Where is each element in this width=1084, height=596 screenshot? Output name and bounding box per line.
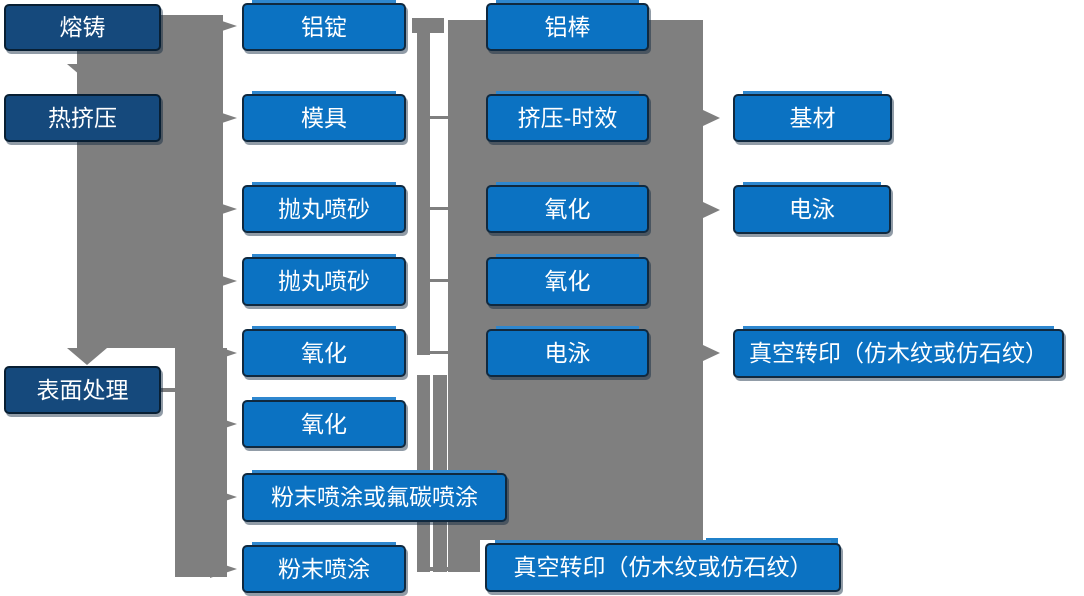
connector-bar-upper	[417, 18, 430, 355]
node-shot-blasting-2: 抛丸喷砂	[242, 254, 406, 306]
arrow-right-icon	[210, 272, 237, 290]
arrow-right-icon	[210, 488, 237, 506]
connector-tick-row3	[430, 207, 449, 210]
node-hot-extrusion: 热挤压	[4, 94, 161, 142]
arrow-right-icon	[703, 202, 720, 218]
arrow-down-icon	[67, 64, 107, 81]
arrow-right-icon	[210, 200, 237, 218]
connector-surface-treatment-link	[159, 388, 177, 392]
arrow-right-icon	[210, 109, 237, 127]
arrow-right-icon	[210, 344, 237, 362]
node-base-material: 基材	[733, 91, 892, 142]
arrow-right-icon	[210, 560, 237, 578]
connector-tick-bottom	[425, 567, 452, 571]
node-aluminum-ingot: 铝锭	[242, 0, 406, 51]
node-extrusion-aging: 挤压-时效	[486, 91, 649, 142]
node-vacuum-transfer-1: 真空转印（仿木纹或仿石纹）	[485, 540, 841, 592]
arrow-right-icon	[703, 110, 720, 126]
connector-group-block-foot	[448, 540, 480, 572]
node-shot-blasting-1: 抛丸喷砂	[242, 182, 406, 233]
node-vacuum-transfer-2: 真空转印（仿木纹或仿石纹）	[733, 326, 1064, 378]
node-surface-treatment: 表面处理	[4, 366, 161, 414]
connector-tick-row2	[430, 116, 449, 119]
node-melting-casting: 熔铸	[4, 4, 161, 51]
connector-tick-row4	[430, 279, 449, 282]
node-aluminum-rod: 铝棒	[486, 0, 649, 51]
node-mold: 模具	[242, 91, 406, 142]
node-oxidation-2: 氧化	[242, 397, 406, 448]
connector-lower-band	[175, 348, 227, 577]
arrow-right-icon	[210, 17, 237, 35]
arrow-right-icon	[703, 345, 720, 361]
node-oxidation-4: 氧化	[486, 254, 649, 306]
arrow-right-icon	[210, 415, 237, 433]
node-oxidation-1: 氧化	[242, 326, 406, 377]
node-powder-or-fluorocarbon: 粉末喷涂或氟碳喷涂	[242, 470, 507, 522]
node-oxidation-3: 氧化	[486, 182, 649, 233]
arrow-down-icon	[67, 348, 107, 365]
node-electrophoresis-2: 电泳	[733, 182, 891, 234]
connector-tick-row5	[430, 351, 449, 354]
node-powder-coating: 粉末喷涂	[242, 542, 406, 593]
node-electrophoresis-1: 电泳	[486, 326, 649, 377]
